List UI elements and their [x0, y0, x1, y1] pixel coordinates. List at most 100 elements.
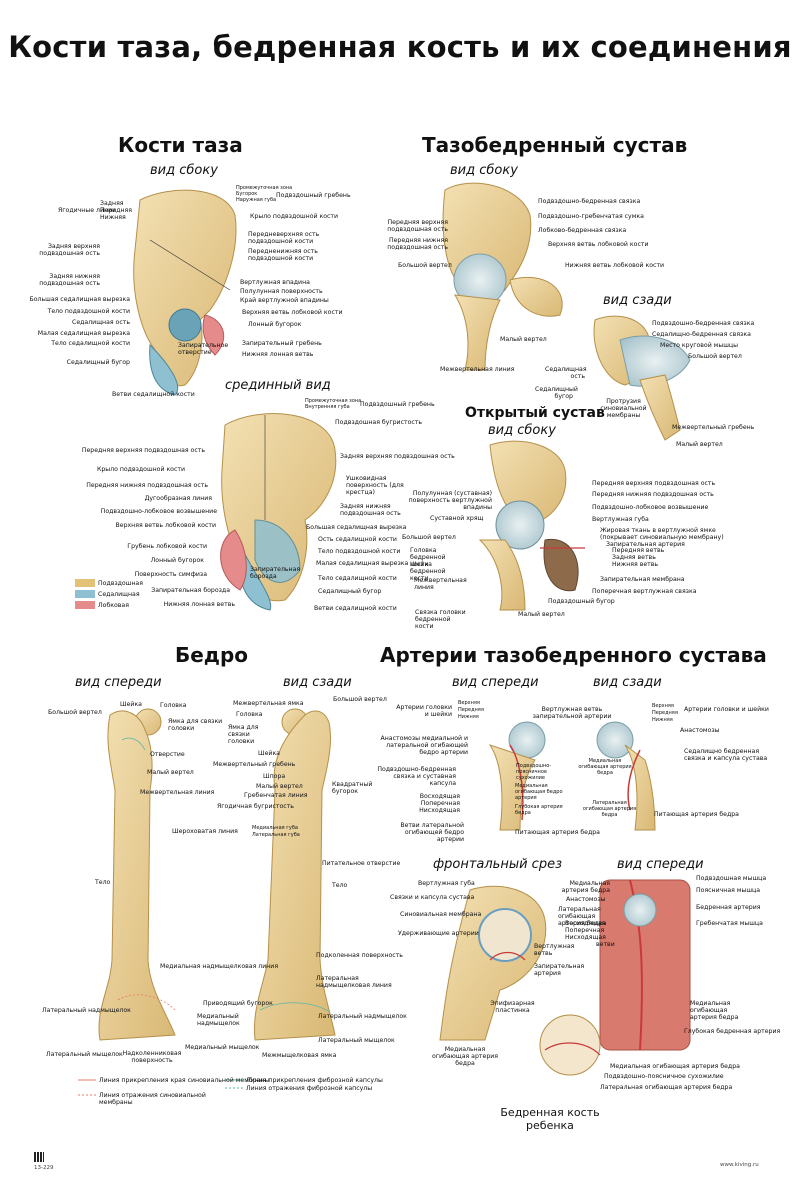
label: Запирательная артерия [606, 541, 685, 548]
label: Вертлужная губа [418, 880, 475, 887]
open-joint-title: Открытый сустав [465, 405, 605, 421]
label: Шпора [263, 773, 286, 780]
arteries-back-illustration [596, 721, 656, 831]
label: Лобково-бедренная связка [538, 227, 627, 234]
label: Нижняя [100, 214, 126, 221]
label: Поясничная мышца [696, 887, 761, 894]
label: Анастомозы медиальной и латеральной огиб… [380, 735, 468, 756]
label: Гребенчатая линия [244, 792, 308, 799]
label: Промежуточная зона [236, 185, 293, 191]
label: Связка головки бедренной кости [415, 609, 466, 630]
label: Место круговой мышцы [660, 342, 738, 349]
label: Латеральная надмыщелковая линия [316, 975, 392, 989]
label: Верхняя ветвь лобковой кости [242, 309, 343, 316]
label: Запирательное отверстие [178, 342, 229, 356]
label: Подвздошный гребень [360, 401, 435, 408]
label: Седалищно-бедренная связка [652, 331, 751, 338]
label: Лонный бугорок [150, 557, 204, 564]
label: Нисходящая [565, 934, 606, 941]
label: Вертлужная впадина [240, 279, 310, 286]
label: Малая седалищная вырезка [37, 330, 130, 337]
label: Синовиальная мембрана [400, 911, 482, 918]
label: Малый вертел [518, 611, 565, 618]
label: Большой вертел [48, 709, 102, 716]
label: Ягодичная бугристость [217, 803, 294, 810]
label: Поперечная [420, 800, 460, 807]
legend-swatch-ischium [75, 590, 95, 598]
femur-title: Бедро [175, 643, 249, 667]
label: Ость седалищной кости [318, 536, 397, 543]
label: Задняя ветвь [612, 554, 656, 561]
label: Медиальная огибающая артерия бедра [578, 758, 632, 776]
label: Латеральный мыщелок [318, 1037, 395, 1044]
label: Латеральный надмыщелок [318, 1013, 407, 1020]
label: Верхняя ветвь лобковой кости [548, 241, 649, 248]
label: Глубокая артерия бедра [515, 804, 563, 816]
label: Нижняя ветвь лобковой кости [565, 262, 665, 269]
label: Бугорок [236, 191, 258, 197]
label: Латеральная огибающая артерия бедра [600, 1084, 733, 1091]
label: Подвздошно-лобковое возвышение [100, 508, 217, 515]
label: Большой вертел [398, 262, 452, 269]
label: Передняя нижняя подвздошная ость [86, 482, 208, 489]
label: Запирательная борозда [151, 587, 230, 594]
label: Задняя нижняя подвздошная ость [39, 273, 100, 287]
label: Ветви латеральной огибающей бедро артери… [400, 822, 464, 843]
label: Передняя [458, 707, 484, 713]
label: Подколенная поверхность [316, 952, 403, 959]
legend-label: Линия отражения синовиальной мембраны [99, 1092, 206, 1106]
label: Подвздошно-бедренная связка и суставная … [377, 766, 456, 787]
label: Квадратный бугорок [332, 781, 373, 795]
label: Латеральная огибающая артерия бедра [582, 800, 637, 818]
label: Приводящий бугорок [203, 1000, 273, 1007]
femur-front-illustration [98, 708, 176, 1041]
label: Седалищный бугор [535, 386, 578, 400]
label: Верхняя [652, 703, 674, 709]
label: Седалищный бугор [318, 588, 382, 595]
label: Медиальный надмыщелок [197, 1013, 240, 1027]
arteries-front-view-title: вид спереди [452, 675, 539, 690]
pelvis-medial-view-title: срединный вид [225, 378, 331, 393]
label: Запирательный гребень [242, 340, 322, 347]
femur-front-view-title: вид спереди [75, 675, 162, 690]
label: Край вертлужной впадины [240, 297, 329, 304]
label: Нижняя лонная ветвь [242, 351, 314, 358]
label: Шейка бедренной кости [410, 561, 446, 582]
label: Гребенчатая мышца [696, 920, 763, 927]
label: Медиальная губа [252, 825, 298, 831]
label: Малый вертел [147, 769, 194, 776]
label: Верхняя [458, 700, 480, 706]
label: Задняя верхняя подвздошная ость [340, 453, 455, 460]
label: Большой вертел [402, 534, 456, 541]
label: Медиальная артерия бедра [561, 880, 610, 894]
label: Ветви седалищной кости [314, 605, 397, 612]
label: Внутренняя губа [305, 404, 350, 410]
pelvis-medial-illustration [220, 413, 337, 611]
label: Большая седалищная вырезка [29, 296, 130, 303]
label: Верхняя ветвь лобковой кости [115, 522, 216, 529]
label: Межвертельная линия [140, 789, 215, 796]
label: Передняя верхняя подвздошная ость [81, 447, 205, 454]
legend-swatch-ilium [75, 579, 95, 587]
label: Межмыщелковая ямка [262, 1052, 337, 1059]
child-femur-illustration [539, 1014, 601, 1076]
hip-side-illustration [442, 182, 563, 371]
label: Полулунная поверхность [240, 288, 323, 295]
arteries-title: Артерии тазобедренного сустава [380, 643, 767, 667]
label: Поперечная вертлужная связка [592, 588, 697, 595]
hip-side-view-title: вид сбоку [450, 163, 518, 178]
label: Крыло подвздошной кости [250, 213, 339, 220]
frontal-section-illustration [439, 885, 547, 1041]
label: Межвертельная линия [414, 577, 467, 591]
label: Передневерхняя ость подвздошной кости [248, 231, 320, 245]
label: Подвздошный бугор [548, 598, 615, 605]
legend-label: Линия отражения фиброзной капсулы [246, 1085, 373, 1092]
label: Шейка [120, 701, 142, 708]
label: Лонный бугорок [248, 321, 302, 328]
label: Вертлужная ветвь [534, 943, 575, 957]
legend-label: Подвздошная [98, 580, 143, 587]
poster-title: Кости таза, бедренная кость и их соедине… [8, 30, 792, 64]
qr-code-icon [34, 1152, 44, 1162]
label: Питающая артерия бедра [515, 829, 600, 836]
